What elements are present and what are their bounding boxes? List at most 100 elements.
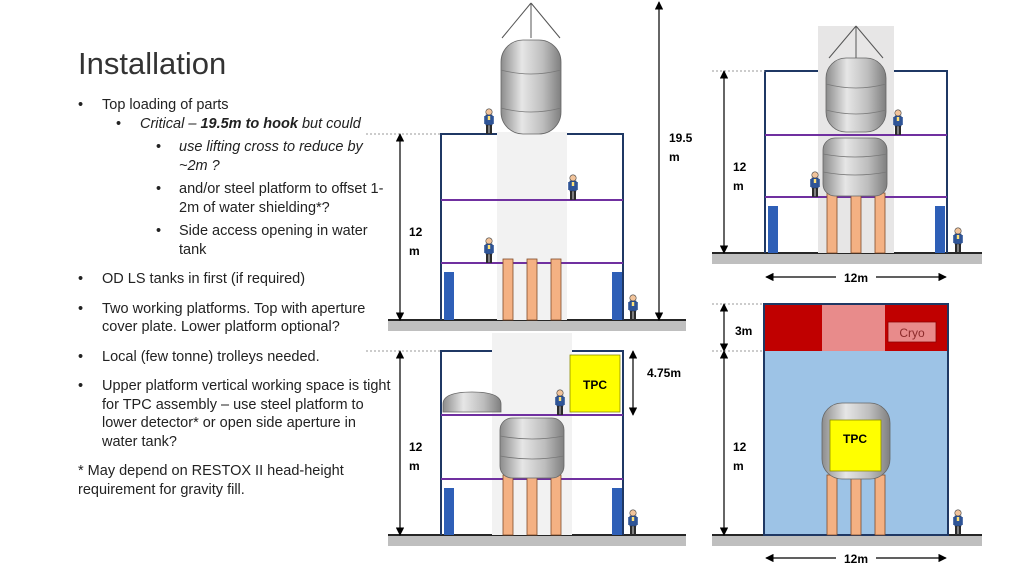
tr-width-label: 12m [844, 271, 868, 285]
od-ls-tank [444, 488, 454, 535]
bullet-text: Side access opening in water tank [179, 223, 368, 258]
support-leg [874, 192, 886, 254]
bullet-side-access: • Side access opening in water tank [78, 222, 393, 259]
support-leg [550, 258, 562, 321]
lower-tank-section [499, 417, 565, 479]
upper-tank-section [825, 57, 887, 133]
bullet-dot: • [156, 139, 162, 155]
support-leg [502, 474, 514, 536]
bl-height-unit: m [409, 459, 420, 473]
person-figure [567, 174, 579, 201]
ground-slab [712, 253, 982, 264]
bullet-text: Top loading of parts [102, 97, 229, 113]
person-figure [627, 509, 639, 536]
bullet-text-italic: but could [297, 115, 361, 132]
bullet-dot: • [156, 181, 162, 197]
tank-head-dome [442, 391, 502, 413]
bullet-critical: • Critical – 19.5m to hook but could [78, 115, 393, 134]
tl-height-value: 12 [409, 225, 423, 239]
support-leg [826, 192, 838, 254]
hook-sling [501, 2, 532, 39]
bl-gap-label: 4.75m [647, 366, 681, 380]
bullet-text: use lifting cross to reduce by ~2m ? [179, 139, 363, 174]
tank-seams [825, 83, 887, 115]
od-ls-tank [612, 272, 622, 320]
tank-seams [500, 69, 562, 113]
support-leg [850, 474, 862, 536]
tr-height-value: 12 [733, 160, 747, 174]
bullet-text: Two working platforms. Top with aperture… [102, 300, 366, 336]
panel-top-left: 12 m 19.5 m [366, 1, 693, 331]
bullet-dot: • [156, 223, 162, 239]
cryo-section [764, 304, 822, 351]
od-ls-tank [935, 206, 945, 253]
ground-slab [388, 535, 686, 546]
ground-slab [388, 320, 686, 331]
br-height-unit: m [733, 459, 744, 473]
bullet-upper-platform: • Upper platform vertical working space i… [78, 377, 393, 451]
hook-height-unit: m [669, 150, 680, 164]
bullet-dot: • [78, 300, 84, 317]
hook-sling [530, 2, 561, 39]
hook-height-value: 19.5 [669, 131, 693, 145]
support-leg [874, 474, 886, 536]
tr-height-unit: m [733, 179, 744, 193]
person-figure [952, 227, 964, 254]
br-top-height-label: 3m [735, 324, 752, 338]
support-leg [826, 474, 838, 536]
ground-slab [712, 535, 982, 546]
panel-bottom-right: Cryo TPC 3m 12 m 12m [712, 303, 982, 566]
hook-sling [828, 25, 857, 59]
person-figure [483, 237, 495, 264]
person-figure [627, 294, 639, 321]
od-ls-tank [444, 272, 454, 320]
bullet-lifting-cross: • use lifting cross to reduce by ~2m ? [78, 138, 393, 175]
lower-tank-section [822, 137, 888, 197]
footnote: * May depend on RESTOX II head-height re… [78, 462, 393, 499]
building-frame [440, 350, 624, 535]
panel-top-right: 12 m 12m [712, 25, 982, 285]
bullet-text-bold: 19.5m to hook [200, 115, 298, 132]
support-leg [850, 192, 862, 254]
bl-height-value: 12 [409, 440, 423, 454]
bullet-list: • Top loading of parts • Critical – 19.5m … [78, 96, 393, 499]
bullet-trolleys: • Local (few tonne) trolleys needed. [78, 348, 393, 367]
bullet-text-italic: Critical – [140, 115, 201, 132]
bullet-dot: • [78, 271, 84, 287]
bullet-dot: • [116, 115, 122, 132]
person-figure [952, 509, 964, 536]
person-figure [483, 108, 495, 135]
bullet-dot: • [78, 97, 84, 113]
bullet-dot: • [78, 378, 84, 394]
od-ls-tank [612, 488, 622, 535]
br-width-label: 12m [844, 552, 868, 566]
detector-tank [500, 39, 562, 135]
bullet-text: Upper platform vertical working space is… [102, 378, 391, 450]
br-height-value: 12 [733, 440, 747, 454]
footnote-text: * May depend on RESTOX II head-height re… [78, 463, 344, 498]
tpc-box [829, 419, 882, 472]
bullet-text: Local (few tonne) trolleys needed. [102, 348, 320, 365]
panel-bottom-left: TPC 12 m 4.75m [366, 333, 686, 546]
bullet-text: and/or steel platform to offset 1-2m of … [179, 181, 384, 216]
bullet-steel-platform: • and/or steel platform to offset 1-2m of… [78, 180, 393, 217]
cryo-label: Cryo [899, 326, 925, 340]
tpc-label: TPC [583, 378, 607, 392]
bullet-text: OD LS tanks in first (if required) [102, 271, 306, 287]
bullet-top-loading: • Top loading of parts [78, 96, 393, 115]
tpc-box [569, 354, 621, 413]
support-leg [502, 258, 514, 321]
slide-title: Installation [78, 46, 227, 81]
support-leg [526, 474, 538, 536]
od-ls-tank [768, 206, 778, 253]
tpc-label: TPC [843, 432, 867, 446]
hook-sling [855, 25, 884, 59]
bullet-two-platforms: • Two working platforms. Top with apertur… [78, 300, 393, 337]
bullet-od-ls: • OD LS tanks in first (if required) [78, 270, 393, 289]
bullet-dot: • [78, 348, 84, 365]
building-frame [440, 133, 624, 320]
person-figure [892, 109, 904, 136]
cryo-aperture [822, 304, 885, 351]
